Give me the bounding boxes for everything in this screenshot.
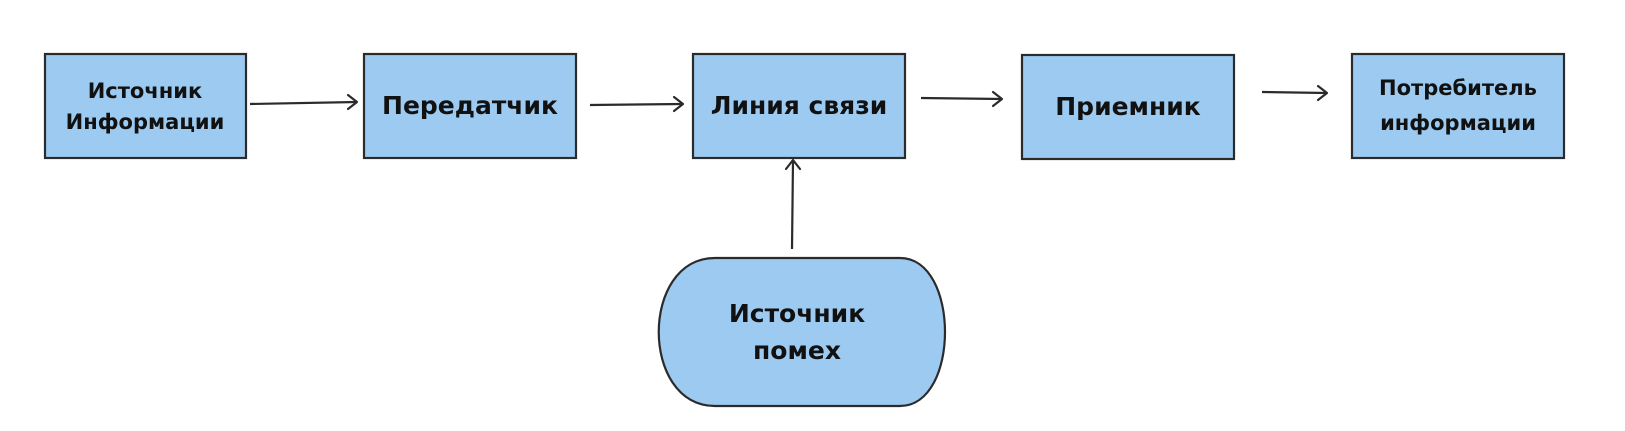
node-information-consumer-label-line1: Потребитель <box>1379 76 1537 100</box>
node-receiver: Приемник <box>1020 53 1236 161</box>
node-noise-source-label-line2: помех <box>753 336 841 365</box>
node-information-consumer-label-line2: информации <box>1380 111 1536 135</box>
node-noise-source-label-line1: Источник <box>729 299 865 328</box>
node-receiver-label: Приемник <box>1055 92 1201 121</box>
node-information-source-label-line2: Информации <box>66 110 225 134</box>
node-communication-line: Линия связи <box>691 52 907 160</box>
node-noise-source-shape <box>657 256 946 408</box>
node-communication-line-box <box>691 52 907 160</box>
node-transmitter-box <box>362 52 578 160</box>
node-noise-source: Источник помех <box>657 256 946 408</box>
node-information-consumer: Потребитель информации <box>1350 52 1566 160</box>
arrow-transmitter-to-line <box>589 95 685 113</box>
node-transmitter: Передатчик <box>362 52 578 160</box>
node-receiver-box <box>1020 53 1236 161</box>
node-transmitter-label: Передатчик <box>382 91 558 120</box>
node-information-source-box <box>43 52 248 160</box>
node-information-consumer-box <box>1350 52 1566 160</box>
node-information-source: Источник Информации <box>43 52 248 160</box>
arrow-receiver-to-consumer <box>1261 84 1329 102</box>
arrow-source-to-transmitter <box>249 93 359 111</box>
arrow-line-to-receiver <box>920 90 1004 108</box>
node-communication-line-label: Линия связи <box>711 91 888 120</box>
node-information-source-label-line1: Источник <box>88 79 203 103</box>
arrow-noise-to-line <box>784 158 802 250</box>
